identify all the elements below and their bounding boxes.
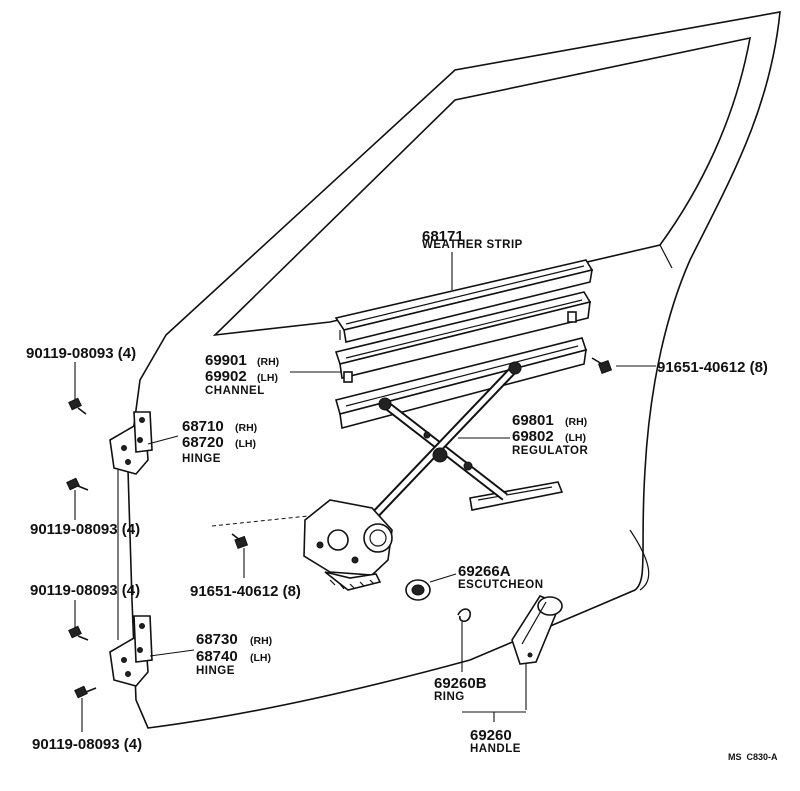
escutcheon-name: ESCUTCHEON (458, 579, 544, 591)
lower-hinge-rh-tag: (RH) (250, 635, 272, 647)
label-channel: 69901 (RH) 69902 (LH) CHANNEL (205, 352, 279, 397)
upper-hinge-name: HINGE (182, 453, 221, 465)
bolt-3-icon[interactable] (68, 625, 89, 641)
upper-hinge-rh-tag: (RH) (235, 422, 257, 434)
label-ring: 69260B RING (434, 675, 487, 703)
label-regulator: 69801 (RH) 69802 (LH) REGULATOR (512, 412, 588, 457)
regulator-rh-tag: (RH) (565, 416, 587, 428)
escutcheon-number: 69266A (458, 563, 511, 580)
bolt-4-icon[interactable] (74, 685, 97, 699)
drawing-code: MS C830-A (728, 752, 778, 762)
upper-hinge-lh-tag: (LH) (235, 438, 256, 450)
label-handle: 69260 HANDLE (470, 727, 521, 755)
label-escutcheon: 69266A ESCUTCHEON (458, 563, 544, 591)
ring[interactable] (457, 608, 472, 623)
bolt-1-label: 90119-08093 (4) (26, 345, 136, 362)
weather-strip-number: 68171 (422, 228, 464, 245)
label-lower-hinge: 68730 (RH) 68740 (LH) HINGE (196, 631, 272, 677)
channel[interactable] (334, 291, 592, 383)
channel-lh-tag: (LH) (257, 372, 278, 384)
handle-number: 69260 (470, 727, 512, 744)
lower-hinge-name: HINGE (196, 665, 235, 677)
ring-name: RING (434, 691, 465, 703)
escutcheon[interactable] (405, 579, 431, 601)
channel-name: CHANNEL (205, 385, 265, 397)
bolt-1-icon[interactable] (68, 397, 87, 415)
ring-number: 69260B (434, 675, 487, 692)
regulator-name: REGULATOR (512, 445, 588, 457)
lower-hinge-number-rh: 68730 (196, 631, 238, 648)
lower-hinge-lh-tag: (LH) (250, 652, 271, 664)
lower-hinge[interactable] (109, 615, 153, 687)
handle-name: HANDLE (470, 743, 521, 755)
leader-lines (74, 252, 656, 732)
weather-strip-name: WEATHER STRIP (422, 239, 523, 251)
bolt-left-icon[interactable] (231, 533, 249, 550)
bolt-right-icon[interactable] (591, 357, 613, 375)
upper-hinge-number-lh: 68720 (182, 434, 224, 451)
bolt-2-label: 90119-08093 (4) (30, 521, 140, 538)
bolt-right-label: 91651-40612 (8) (657, 359, 768, 376)
weather-strip[interactable] (334, 259, 594, 343)
upper-hinge[interactable] (109, 411, 153, 475)
door-outline (127, 11, 781, 729)
channel-number-lh: 69902 (205, 368, 247, 385)
regulator[interactable] (303, 337, 588, 591)
bolt-left-label: 91651-40612 (8) (190, 583, 301, 600)
handle[interactable] (511, 595, 563, 665)
regulator-number-lh: 69802 (512, 428, 554, 445)
bolt-2-icon[interactable] (66, 477, 89, 491)
label-upper-hinge: 68710 (RH) 68720 (LH) HINGE (182, 418, 257, 465)
upper-hinge-number-rh: 68710 (182, 418, 224, 435)
regulator-number-rh: 69801 (512, 412, 554, 429)
lower-hinge-number-lh: 68740 (196, 648, 238, 665)
label-weather-strip: 68171 (422, 228, 464, 245)
channel-rh-tag: (RH) (257, 356, 279, 368)
regulator-lh-tag: (LH) (565, 432, 586, 444)
bolt-4-label: 90119-08093 (4) (32, 736, 142, 753)
channel-number-rh: 69901 (205, 352, 247, 369)
bolt-3-label: 90119-08093 (4) (30, 582, 140, 599)
